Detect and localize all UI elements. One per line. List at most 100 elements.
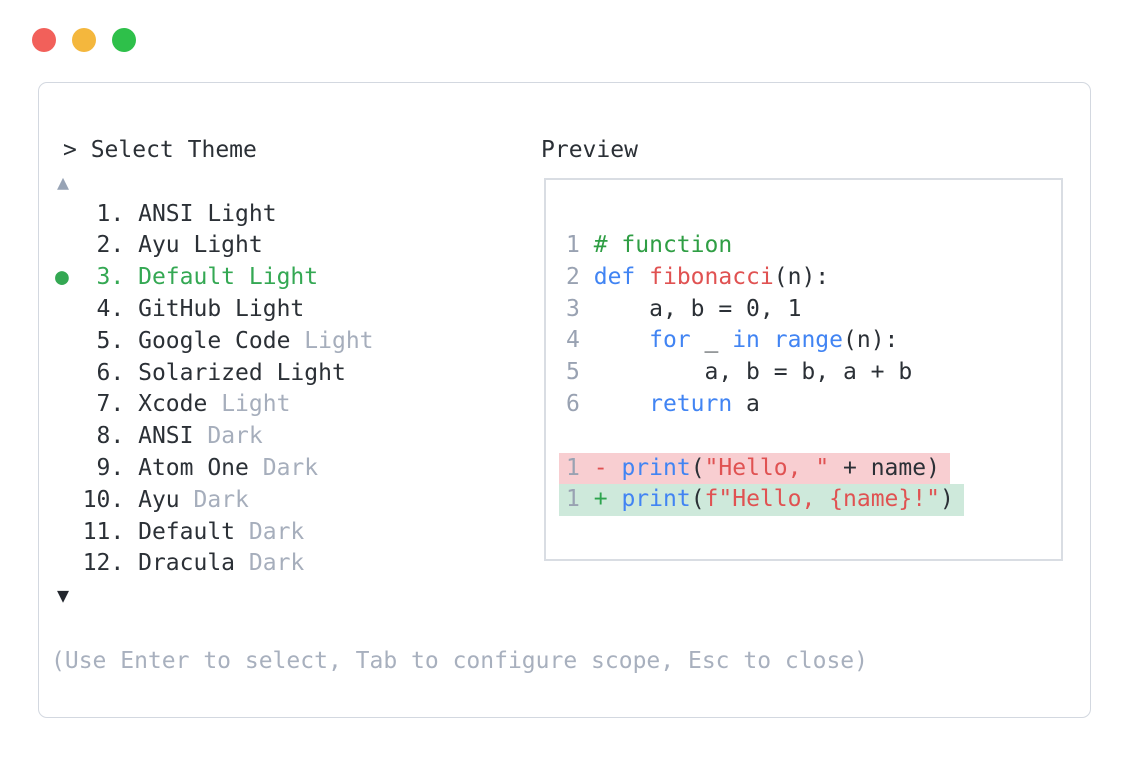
code-token: a, b = b, a + b <box>593 359 913 386</box>
line-number: 1 <box>566 454 580 481</box>
line-number: 5 <box>566 359 580 386</box>
item-number: 6. <box>55 359 139 386</box>
code-line: 4 for _ in range(n): <box>566 325 1061 357</box>
code-token: return <box>649 390 733 417</box>
item-number: 11. <box>55 518 139 545</box>
selected-bullet-and-number: ● 3. <box>55 264 139 291</box>
diff-line-removed: 1 - print("Hello, " + name) <box>559 452 1061 485</box>
code-token: f"Hello, {name}!" <box>704 486 940 513</box>
code-line: 6 return a <box>566 389 1061 421</box>
theme-item-ayu-dark[interactable]: 10. Ayu Dark <box>55 485 868 517</box>
diff-band: 1 + print(f"Hello, {name}!") <box>559 484 964 517</box>
item-variant: Dark <box>248 518 305 545</box>
item-name: Solarized Light <box>138 359 346 386</box>
item-number: 7. <box>55 391 139 418</box>
item-number: 5. <box>55 327 139 354</box>
diff-sign: - <box>593 454 608 481</box>
theme-item-xcode[interactable]: 7. Xcode Light <box>55 389 868 421</box>
item-name: Ayu Light <box>138 232 263 259</box>
item-name: Default Light <box>138 264 319 291</box>
scroll-down-icon[interactable]: ▼ <box>57 583 70 608</box>
line-number: 4 <box>566 327 580 354</box>
code-token <box>594 327 649 353</box>
item-variant: Light <box>221 391 291 418</box>
line-number: 6 <box>566 390 580 417</box>
item-name: Atom One <box>138 454 249 481</box>
item-name: Xcode <box>138 391 208 418</box>
window-controls <box>32 28 136 52</box>
item-name: ANSI Light <box>138 200 277 227</box>
line-number: 1 <box>566 232 580 258</box>
code-token: ( <box>690 454 705 481</box>
zoom-button[interactable] <box>112 28 136 52</box>
item-number: 2. <box>55 232 139 259</box>
code-token: in <box>732 327 760 354</box>
blank-line <box>566 421 1061 453</box>
code-token: a, b = 0, 1 <box>593 295 802 322</box>
scroll-up-icon[interactable]: ▲ <box>57 169 70 194</box>
code-token: _ <box>690 327 733 354</box>
code-token: print <box>621 454 691 481</box>
diff-band: 1 - print("Hello, " + name) <box>559 452 950 485</box>
item-name: Ayu <box>138 486 180 513</box>
code-token: fibonacci <box>649 263 774 290</box>
item-variant: Dark <box>262 454 319 481</box>
code-token: + name) <box>829 454 940 481</box>
code-token <box>635 264 649 290</box>
code-token: print <box>621 486 691 513</box>
code-token: (n): <box>773 263 830 290</box>
line-number: 2 <box>566 263 580 290</box>
code-token: # function <box>593 232 733 258</box>
theme-item-default-light-selected[interactable]: ● 3. Default Light <box>55 262 868 294</box>
item-number: 10. <box>55 486 139 513</box>
theme-item-default-dark[interactable]: 11. Default Dark <box>55 517 868 549</box>
theme-item-github-light[interactable]: 4. GitHub Light <box>55 294 868 326</box>
theme-list-column: > Select Theme ▲ 1. ANSI Light 2. Ayu Li… <box>51 135 868 678</box>
code-token <box>594 391 649 417</box>
line-number: 1 <box>566 486 580 513</box>
theme-item-dracula[interactable]: 12. Dracula Dark <box>55 548 868 580</box>
code-line: 5 a, b = b, a + b <box>566 357 1061 389</box>
help-text: (Use Enter to select, Tab to configure s… <box>51 647 868 674</box>
item-name: Default <box>138 518 236 545</box>
theme-picker-panel: > Select Theme ▲ 1. ANSI Light 2. Ayu Li… <box>38 82 1091 718</box>
item-variant: Dark <box>207 423 263 450</box>
code-token: ) <box>939 486 954 513</box>
line-number: 3 <box>566 295 580 322</box>
item-name: ANSI <box>138 423 194 450</box>
code-token: ( <box>690 486 705 513</box>
item-name: GitHub Light <box>138 295 305 322</box>
item-name: Dracula <box>138 550 236 577</box>
code-token: for <box>649 327 691 354</box>
item-variant: Dark <box>248 550 305 577</box>
item-variant: Dark <box>193 486 249 513</box>
theme-item-ayu-light[interactable]: 2. Ayu Light <box>55 230 868 262</box>
preview-label: Preview <box>541 137 638 163</box>
minimize-button[interactable] <box>72 28 96 52</box>
code-line: 2 def fibonacci(n): <box>566 262 1061 294</box>
theme-item-atom-one[interactable]: 9. Atom One Dark <box>55 453 868 485</box>
code-token: (n): <box>843 327 899 354</box>
theme-item-solarized-light[interactable]: 6. Solarized Light <box>55 358 868 390</box>
theme-item-ansi-light[interactable]: 1. ANSI Light <box>55 199 868 231</box>
item-number: 12. <box>55 550 139 577</box>
code-token <box>760 327 774 353</box>
close-button[interactable] <box>32 28 56 52</box>
item-number: 4. <box>55 295 139 322</box>
item-number: 9. <box>55 454 139 481</box>
code-line: 1 # function <box>566 230 1061 262</box>
diff-sign: + <box>593 486 608 513</box>
code-token: def <box>593 263 636 290</box>
item-variant: Light <box>304 327 374 354</box>
code-token: "Hello, " <box>704 454 830 481</box>
select-theme-prompt: > Select Theme <box>63 137 257 163</box>
diff-line-added: 1 + print(f"Hello, {name}!") <box>559 484 1061 517</box>
code-token: range <box>773 327 844 354</box>
code-token: a <box>732 390 760 417</box>
diff-sample: 1 - print("Hello, " + name)1 + print(f"H… <box>559 452 1061 517</box>
item-number: 1. <box>55 200 139 227</box>
